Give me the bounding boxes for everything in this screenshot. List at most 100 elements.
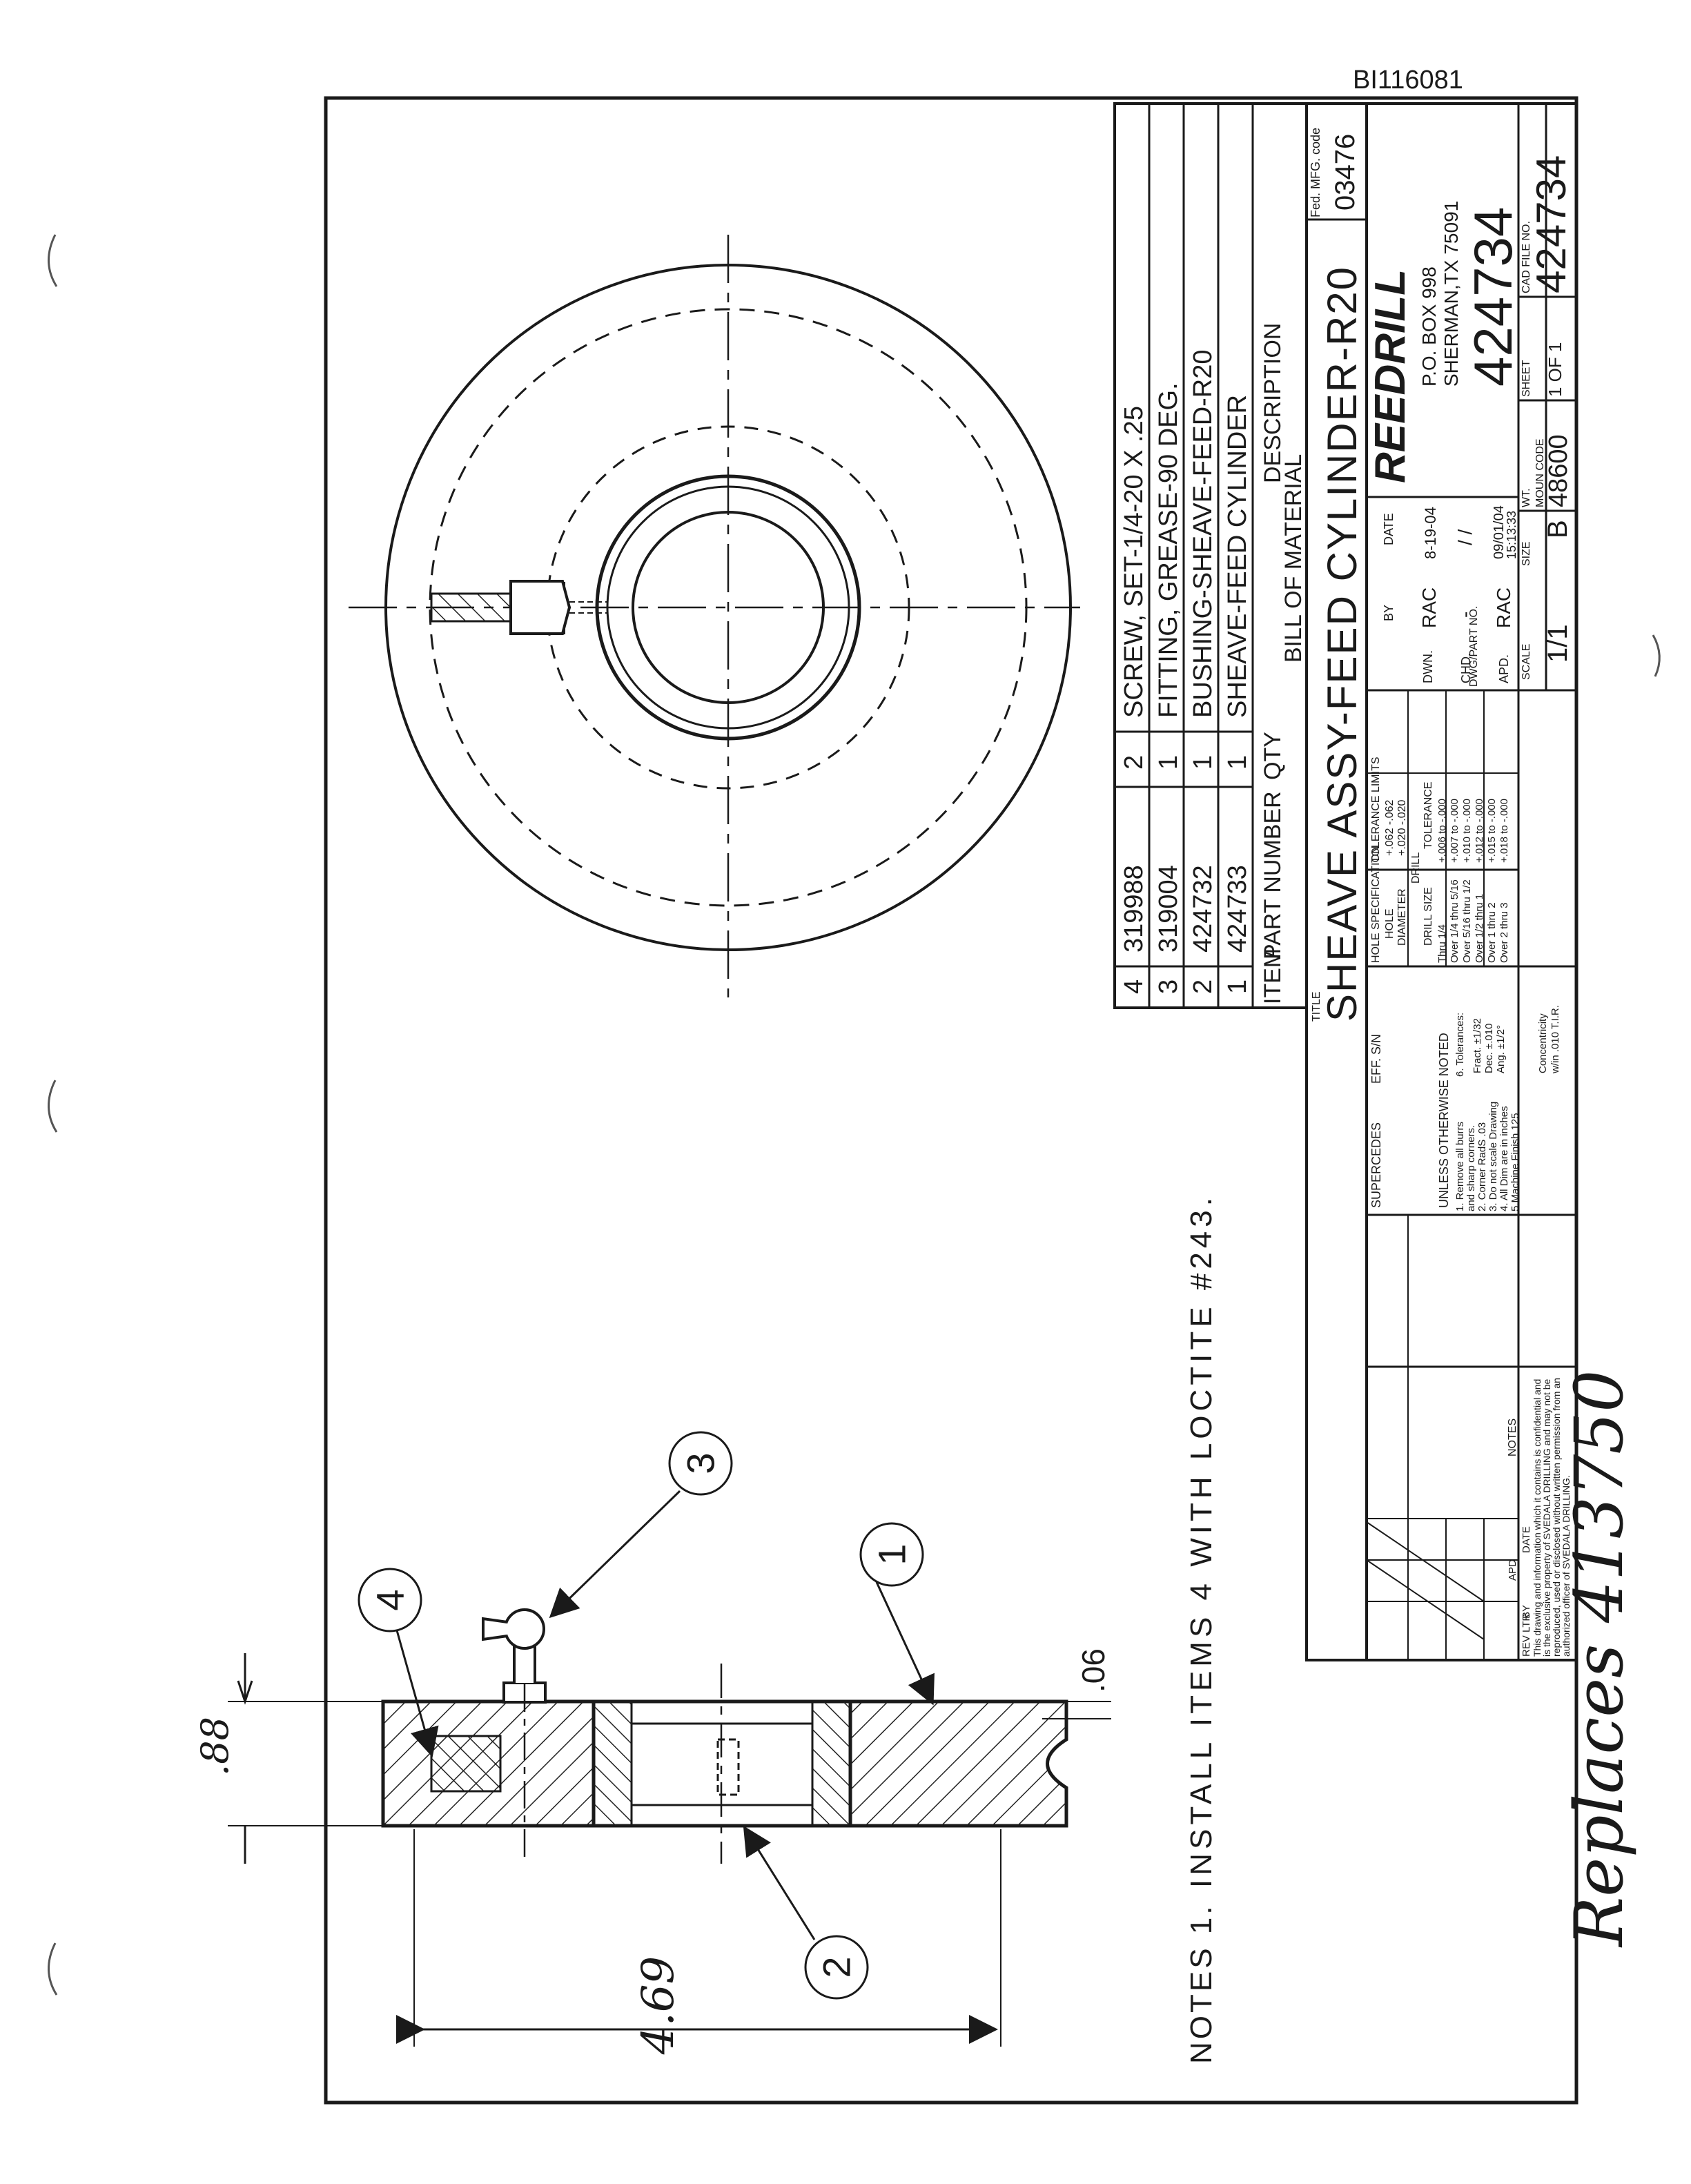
hole-row-1-b: +.062 -.062 [1384, 800, 1396, 857]
dim-469-value: 4.69 [633, 1956, 684, 2056]
grease-groove [716, 1738, 740, 1796]
rev-date-label: DATE [1521, 1526, 1532, 1553]
drill-row-2-b: +.007 to -.000 [1449, 799, 1460, 863]
dwn-label: DWN. [1421, 650, 1435, 683]
rev-by-label: BY [1521, 1605, 1532, 1619]
bom-row-1-part: 424733 [1223, 865, 1252, 953]
tol-limits-label: TOLERANCE LIMITS [1370, 757, 1382, 863]
balloon-item-3 [668, 1431, 733, 1496]
item-balloons: 4 3 1 2 [358, 1431, 935, 2000]
bom-row-1-item: 1 [1223, 979, 1252, 994]
punch-mark [48, 234, 58, 287]
general-note-5: 4. All Dim are in inches [1498, 1106, 1510, 1211]
bom-row-4-qty: 2 [1120, 755, 1148, 770]
confidential-3: reproduced, used or disclosed without wr… [1551, 1378, 1562, 1657]
dwn-by: RAC [1418, 587, 1440, 628]
cad-number: 424734 [1528, 155, 1574, 293]
scale-value: 1/1 [1543, 624, 1573, 663]
sheave-front-view [349, 235, 1080, 997]
company-address-2: SHERMAN,TX 75091 [1440, 201, 1462, 387]
sheet-value: 1 OF 1 [1545, 342, 1565, 397]
size-value: B [1543, 520, 1573, 538]
drill-row-4-b: +.012 to -.000 [1474, 799, 1485, 863]
confidential-1: This drawing and information which it co… [1532, 1379, 1543, 1657]
balloon-item-1-label: 1 [870, 1543, 914, 1565]
sheet-label: SHEET [1521, 360, 1532, 397]
bom-header-part: PART NUMBER [1260, 791, 1286, 959]
balloon-item-4 [358, 1568, 422, 1632]
bom-row-4-item: 4 [1120, 979, 1148, 994]
leader-item-1 [875, 1581, 935, 1706]
company-logo-text: REEDRILL [1367, 269, 1414, 483]
set-screw-section [430, 1735, 502, 1793]
drill-row-1-b: +.006 to -.000 [1436, 799, 1448, 863]
balloon-item-2 [804, 1935, 869, 2000]
leader-item-3 [549, 1490, 681, 1619]
bom-row-3-qty: 1 [1154, 755, 1183, 770]
balloon-item-1 [859, 1522, 924, 1587]
drill-row-5-b: +.015 to -.000 [1486, 799, 1498, 863]
dwn-date: 8-19-04 [1422, 507, 1439, 559]
general-note-6: 5.Machine Finish 125 [1509, 1113, 1521, 1211]
dim-088-arrow [237, 1680, 253, 1705]
dwg-label: DWG/PART NO. [1468, 606, 1480, 687]
hole-spec-label: HOLE SPECIFICATION [1370, 846, 1382, 963]
hole-row-2-b: +.020 -.020 [1396, 800, 1408, 857]
document-id: BI116081 [1353, 66, 1463, 95]
drill-row-4-a: Over 1/2 thru 1 [1474, 894, 1485, 963]
rev-ltr-label: REV LTR [1521, 1614, 1532, 1657]
leader-item-2 [743, 1825, 816, 1940]
concentricity-1: Concentricity [1537, 1013, 1549, 1073]
bom-row-4-part: 319988 [1120, 865, 1148, 953]
notes-text: INSTALL ITEMS 4 WITH LOCTITE #243. [1184, 1193, 1218, 1888]
size-label: SIZE [1521, 541, 1532, 566]
confidential-2: is the exclusive property of SVEDALA DRI… [1541, 1378, 1552, 1657]
balloon-item-3-label: 3 [679, 1452, 723, 1474]
balloon-item-2-label: 2 [815, 1956, 859, 1978]
tolerance-label: TOLERANCE [1423, 781, 1434, 849]
drill-row-3-a: Over 5/16 thru 1/2 [1461, 879, 1473, 963]
hole-row-2-a: DIAMETER [1396, 888, 1408, 946]
drill-row-3-b: +.010 to -.000 [1461, 799, 1473, 863]
grease-fitting-side-ball [504, 1608, 545, 1650]
drill-row-6-b: +.018 to -.000 [1498, 799, 1510, 863]
balloon-item-4-label: 4 [369, 1589, 412, 1610]
confidential-4: authorized officer of SVEDALA DRILLING. [1561, 1475, 1572, 1657]
dimensions: .88 .06 4.69 [193, 1648, 1111, 2055]
bom-row-2-part: 424732 [1189, 865, 1218, 953]
title-label: TITLE [1311, 991, 1322, 1022]
bom-row-3-part: 319004 [1154, 865, 1183, 953]
scale-label: SCALE [1521, 644, 1532, 680]
apd-date: 09/01/04 [1492, 505, 1507, 559]
moun-code: 48600 [1544, 434, 1573, 507]
general-note-3: 2. Corner RadS .03 [1476, 1122, 1488, 1211]
bom-header-item: ITEM [1260, 948, 1286, 1004]
leader-item-4 [395, 1630, 439, 1757]
concentricity-2: w/in .010 T.I.R. [1550, 1005, 1561, 1074]
by-label: BY [1382, 605, 1396, 621]
rev-apd-label: APD [1507, 1559, 1518, 1581]
unless-noted-label: UNLESS OTHERWISE NOTED [1437, 1033, 1451, 1208]
fed-mfg-label: Fed. MFG. code [1309, 128, 1322, 217]
drill-size-label: DRILL SIZE [1423, 887, 1434, 946]
date-label: DATE [1382, 513, 1396, 545]
sheave-section-right [848, 1699, 1068, 1828]
apd-by: RAC [1493, 587, 1514, 628]
bom-row-3-desc: FITTING, GREASE-90 DEG. [1154, 382, 1183, 718]
hole-row-1-a: HOLE [1384, 908, 1396, 939]
sheave-section-view [381, 1608, 1068, 1864]
bom-row-2-desc: BUSHING-SHEAVE-FEED-R20 [1189, 349, 1218, 718]
chd-date: / / [1454, 529, 1476, 545]
bom-row-2-qty: 1 [1189, 755, 1218, 770]
tolerances-label: 6. Tolerances: [1454, 1013, 1466, 1077]
bushing-hatch-top [592, 1700, 633, 1827]
drawing-title: SHEAVE ASSY-FEED CYLINDER-R20 [1319, 266, 1365, 1022]
drill-row-6-a: Over 2 thru 3 [1498, 902, 1510, 963]
bom-row-3-item: 3 [1154, 979, 1183, 994]
apd-label: APD. [1497, 654, 1511, 683]
notes-prefix: NOTES 1. [1184, 1904, 1218, 2065]
fed-mfg-code: 03476 [1330, 134, 1360, 211]
apd-time: 15:13:33 [1505, 511, 1518, 559]
bill-of-material: 4 319988 2 SCREW, SET-1/4-20 X .25 3 319… [1113, 102, 1308, 1009]
